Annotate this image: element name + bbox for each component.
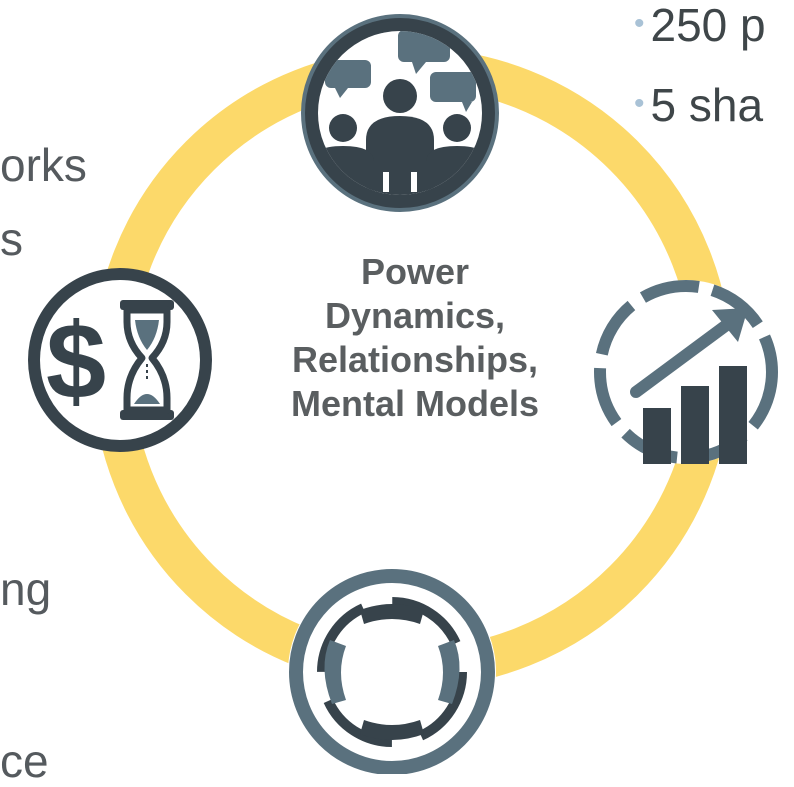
svg-text:$: $	[46, 300, 106, 421]
right-bullet-2: •5 sha	[634, 82, 763, 128]
center-title-line-4: Mental Models	[290, 383, 540, 424]
money-time-icon: $	[28, 268, 212, 452]
left-text-fragment-2: s	[0, 213, 23, 265]
center-title-line-2: Dynamics,	[324, 295, 506, 336]
collaboration-hands-icon	[288, 568, 496, 774]
people-discussion-icon	[301, 14, 499, 212]
bullet-dot: •	[634, 7, 645, 40]
right-bullet-1: •250 p	[634, 2, 766, 48]
right-bullet-2-text: 5 sha	[650, 79, 764, 131]
center-title-line-1: Power	[360, 251, 470, 292]
bullet-dot: •	[634, 87, 645, 120]
right-bullet-1-text: 250 p	[650, 0, 766, 51]
left-text-fragment-3: ng	[0, 563, 52, 615]
center-title-line-3: Relationships,	[291, 339, 539, 380]
left-text-fragment-1: orks	[0, 139, 87, 191]
center-title: Power Dynamics, Relationships, Mental Mo…	[230, 250, 600, 426]
growth-chart-icon	[594, 280, 778, 464]
